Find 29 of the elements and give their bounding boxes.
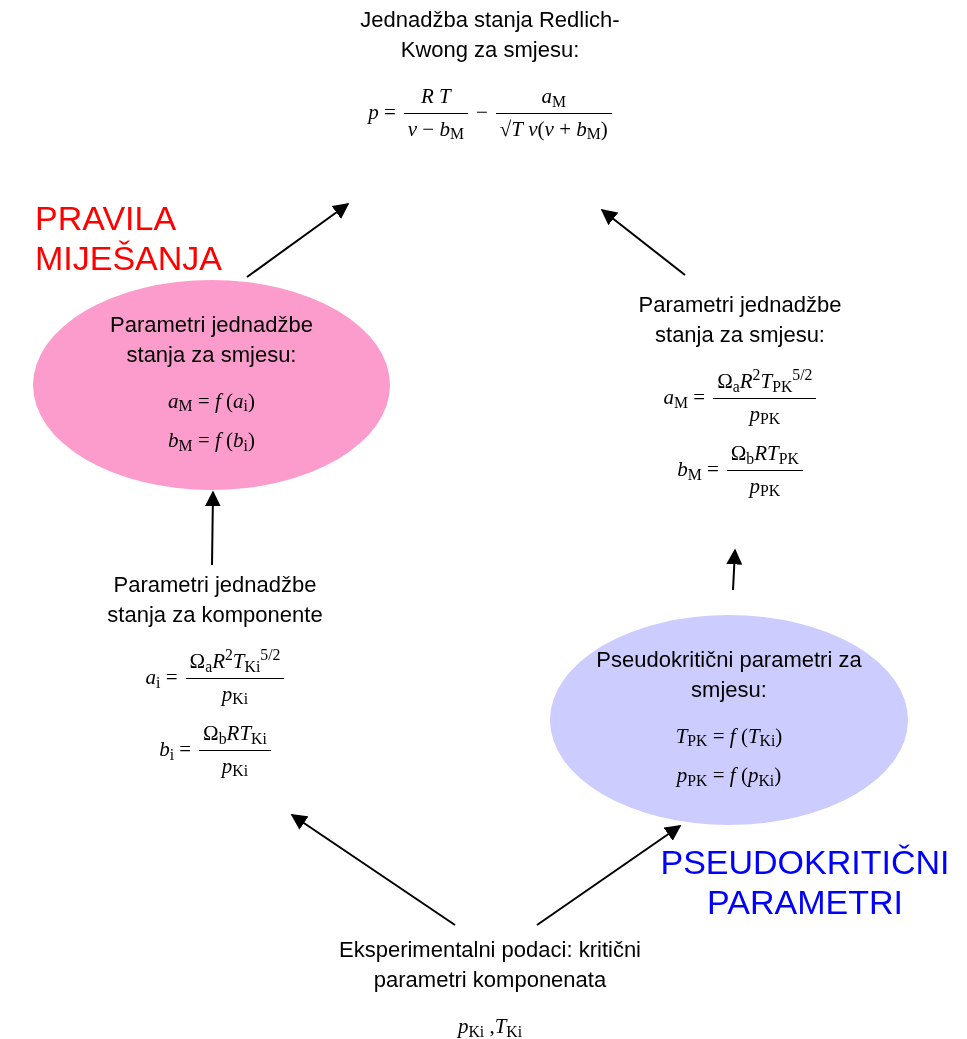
formula-term: p$_{Ki}$ ,T$_{Ki}$ (457, 1013, 523, 1039)
arrow (600, 209, 686, 276)
fraction: Ω$_{b}$RT$_{Ki}$ p$_{Ki}$ (199, 718, 271, 782)
node-heading: Pseudokritični parametri za smjesu: (595, 645, 863, 704)
arrow (246, 203, 350, 278)
formula-term: p$_{PK}$ = f (p$_{Ki}$) (676, 762, 782, 791)
formula-term: a$_{M}$ = (663, 384, 706, 414)
formula-term: − (475, 99, 488, 127)
formula-term: a$_{M}$ = f (a$_{i}$) (168, 387, 255, 417)
node-heading: Jednadžba stanja Redlich-Kwong za smjesu: (359, 6, 621, 64)
formula-term: b$_{M}$ = f (b$_{i}$) (168, 427, 255, 456)
arrow (290, 814, 456, 926)
formula-term: b$_{i}$ = (159, 736, 192, 766)
node-heading: Eksperimentalni podaci: kritični parametri komponenata (338, 936, 642, 994)
node-heading: Parametri jednadžbe stanja za smjesu: (109, 310, 314, 369)
node-heading: Parametri jednadžbe stanja za smjesu: (637, 291, 843, 349)
formula-term: T$_{PK}$ = f (T$_{Ki}$) (675, 722, 783, 752)
arrow (204, 490, 221, 566)
annotation-label: PSEUDOKRITIČNI PARAMETRI (659, 842, 951, 922)
annotation-label: PRAVILA MIJEŠANJA (35, 198, 224, 278)
arrow (536, 825, 682, 926)
fraction: R T v − b$_{M}$ (403, 81, 468, 145)
arrow (726, 548, 743, 591)
formula-term: a$_{i}$ = (145, 664, 178, 694)
fraction: a$_{M}$ √T v(v + b$_{M}$) (495, 81, 612, 145)
formula-term: b$_{M}$ = (677, 456, 719, 486)
node-heading: Parametri jednadžbe stanja za komponente (106, 571, 324, 629)
formula-term: p = (368, 99, 396, 127)
fraction: Ω$_{b}$RT$_{PK}$ p$_{PK}$ (726, 438, 803, 502)
